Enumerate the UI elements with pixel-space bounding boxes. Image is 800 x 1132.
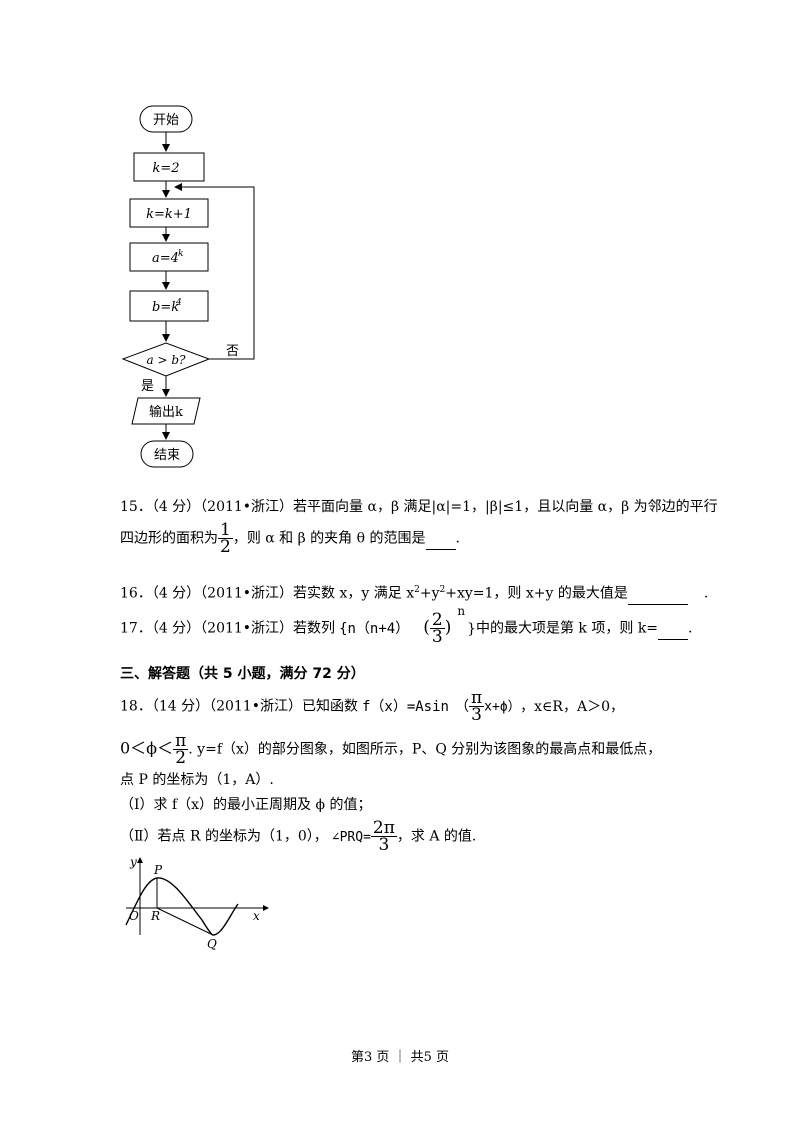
q17-frac-num: 2 — [429, 610, 445, 630]
section3-heading: 三、解答题（共 5 小题，满分 72 分） — [120, 666, 365, 682]
flowchart: 开始 k=2 k=k+1 a=4 k b=k 4 a > b? 否 是 输出k … — [121, 105, 255, 468]
q18-func: f（x）=Asin — [361, 698, 449, 715]
point-Q-label: Q — [207, 937, 217, 951]
flow-a-sup: k — [178, 249, 183, 259]
flow-k-init-node — [133, 152, 205, 182]
q18-frac-num: π — [468, 688, 485, 708]
q18-part1: （Ⅰ）求 f（x）的最小正周期及 ϕ 的值； — [120, 797, 372, 813]
flow-yes-label: 是 — [141, 379, 154, 394]
q16-answer-blank[interactable] — [627, 584, 688, 605]
q17-end: . — [688, 620, 693, 637]
q15-answer-blank[interactable] — [425, 529, 456, 550]
flow-output-node — [131, 397, 201, 425]
q18-frac-den: 3 — [471, 705, 482, 725]
q17-exp: n — [457, 603, 466, 618]
flow-decision-label: a > b? — [147, 353, 187, 367]
flow-a-node — [129, 242, 209, 272]
q15-line1: 15．（4 分）（2011•浙江）若平面向量 α，β 满足|α|=1，|β|≤1… — [120, 499, 718, 515]
q16-suffix: +xy=1，则 x+y 的最大值是 — [445, 585, 628, 602]
origin-label: O — [129, 909, 139, 923]
q16-prefix: 16．（4 分）（2011•浙江）若实数 x，y 满足 x — [120, 585, 415, 602]
q18-line1-prefix: 18．（14 分）（2011•浙江）已知函数 — [120, 698, 358, 715]
x-label: x — [253, 909, 260, 923]
flow-no-label: 否 — [226, 344, 239, 359]
flow-start-label: 开始 — [153, 113, 179, 128]
function-graph: y x O P R Q — [125, 855, 269, 951]
q18-angle-den: 3 — [378, 835, 390, 855]
point-R-label: R — [150, 909, 160, 923]
q18-angle: ∠PRQ= — [331, 829, 371, 845]
flow-end-node — [140, 440, 194, 468]
q17-answer-blank[interactable] — [658, 619, 689, 640]
q15-frac-den: 2 — [220, 537, 231, 557]
q15-frac-num: 1 — [218, 520, 233, 540]
flow-end-label: 结束 — [154, 448, 180, 463]
q18-open-paren: （ — [454, 698, 469, 715]
y-label: y — [129, 855, 137, 869]
page-footer: 第3 页 ｜ 共5 页 — [350, 1050, 450, 1065]
flow-k-update-node — [129, 198, 209, 228]
flow-a-label: a=4 — [152, 251, 179, 266]
q18-line2-prefix: 0＜ϕ＜ — [120, 738, 174, 758]
flow-output-label: 输出k — [149, 404, 183, 420]
flow-b-node — [129, 290, 209, 322]
q18-after-frac: x+ϕ） — [484, 699, 515, 715]
q16-line: 16．（4 分）（2011•浙江）若实数 x，y 满足 x2+y2+xy=1，则… — [120, 580, 708, 605]
sine-curve — [125, 877, 239, 936]
flow-b-sup: 4 — [175, 298, 182, 308]
q17-seq: {n（n+4） — [339, 620, 410, 637]
q18-part2-prefix: （Ⅱ）若点 R 的坐标为（1，0）， — [120, 828, 328, 845]
q18-part2-suffix: ，求 A 的值. — [396, 828, 477, 845]
q16-end: . — [703, 585, 709, 602]
q18-angle-num: 2π — [370, 818, 397, 838]
q18-line2-suffix: . y=f（x）的部分图象，如图所示，P、Q 分别为该图象的最高点和最低点， — [188, 741, 662, 758]
flow-b-label: b=k — [152, 300, 179, 315]
point-P-label: P — [153, 863, 163, 877]
q15-line2-suffix: ，则 α 和 β 的夹角 θ 的范围是 — [232, 530, 426, 547]
q16-sup2: 2 — [439, 585, 446, 595]
q16-mid1: +y — [419, 585, 440, 602]
flow-no-loop — [174, 183, 255, 360]
q17-suffix: 中的最大项是第 k 项，则 k= — [475, 620, 659, 637]
q17-close: } — [467, 620, 476, 637]
q17-prefix: 17．（4 分）（2011•浙江）若数列 — [120, 620, 336, 637]
segment-RQ — [156, 907, 214, 936]
q18-line1-suffix: ，x∈R，A＞0， — [520, 698, 624, 715]
q18-line3: 点 P 的坐标为（1，A）. — [120, 772, 274, 788]
q15-end: . — [455, 530, 460, 547]
q15-line2-prefix: 四边形的面积为 — [120, 530, 218, 547]
q18-line2-frac-num: π — [173, 731, 189, 751]
q18-line2-frac-den: 2 — [175, 748, 187, 768]
q16-sup1: 2 — [414, 585, 420, 595]
flow-k-init-label: k=2 — [152, 161, 179, 176]
q17-frac-den: 3 — [431, 627, 443, 647]
flow-k-update-label: k=k+1 — [146, 207, 192, 222]
